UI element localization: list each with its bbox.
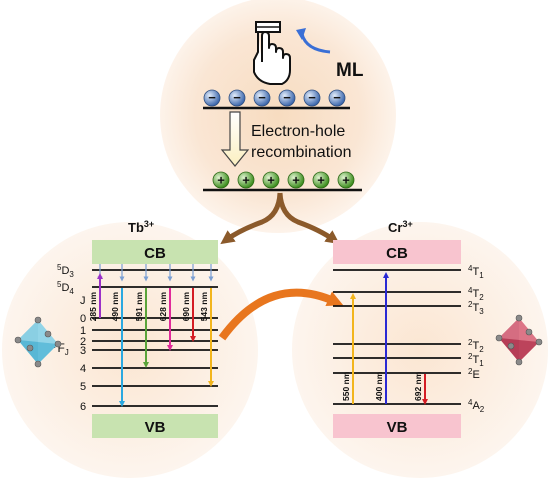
hole-3: +: [262, 171, 280, 189]
svg-text:−: −: [233, 90, 241, 105]
tb-transition-label-4: 628 nm: [158, 292, 168, 322]
recombination-down-arrow-icon: [220, 111, 250, 167]
ml-label: ML: [336, 60, 364, 81]
cr-octahedron-icon: [495, 314, 543, 366]
cr-level-label-7: 4A2: [468, 398, 485, 414]
press-motion-arrowhead-icon: [296, 28, 306, 40]
svg-text:−: −: [333, 90, 341, 105]
hole-row: + + + + + +: [212, 171, 355, 189]
tb-label-5d3: 5D3: [57, 263, 74, 279]
tb-transition-label-5: 690 nm: [181, 292, 191, 322]
process-label-line1: Electron-hole: [251, 123, 345, 140]
hole-1: +: [212, 171, 230, 189]
electron-1: −: [203, 89, 221, 107]
cr-ion-label: Cr3+: [388, 219, 413, 235]
tb-j-label-5: 5: [80, 381, 86, 393]
tb-octahedron-icon: [14, 316, 62, 368]
svg-text:+: +: [317, 173, 325, 188]
tb-transitions: 285 nm 490 nm 591 nm 628 nm 690 nm 543 nm: [88, 273, 214, 407]
process-label-line2: recombination: [251, 144, 352, 161]
tb-transition-label-6: 543 nm: [199, 292, 209, 322]
tb-transition-label-1: 285 nm: [88, 292, 98, 322]
tb-j-label-4: 4: [80, 363, 86, 375]
tb-transition-label-2: 490 nm: [110, 292, 120, 322]
electron-3: −: [253, 89, 271, 107]
tb-label-j: J: [80, 295, 86, 307]
cr-level-label-4: 2T2: [468, 338, 484, 354]
svg-text:+: +: [342, 173, 350, 188]
tb-j-label-6: 6: [80, 401, 86, 413]
tb-j-label-0: 0: [80, 313, 86, 325]
cr-transition-label-1: 550 nm: [341, 371, 351, 401]
electron-4: −: [278, 89, 296, 107]
cr-cb-band: [333, 240, 461, 264]
tb-label-5d4: 5D4: [57, 280, 74, 296]
cr-level-label-3: 2T3: [468, 300, 484, 316]
svg-text:+: +: [292, 173, 300, 188]
tb-j-label-2: 2: [80, 336, 86, 348]
split-arrow-to-tb: [220, 192, 283, 245]
split-arrow-to-cr: [277, 192, 340, 245]
electron-row: −−−−−−: [203, 89, 346, 107]
hole-6: +: [337, 171, 355, 189]
cr-transitions: 550 nm 400 nm 692 nm: [341, 272, 428, 405]
tb-j-label-1: 1: [80, 325, 86, 337]
tb-transition-label-3: 591 nm: [134, 292, 144, 322]
svg-text:−: −: [283, 90, 291, 105]
cr-transition-label-3: 692 nm: [413, 371, 423, 401]
tb-vb-band: [92, 414, 218, 438]
tb-cb-band: [92, 240, 218, 264]
svg-text:−: −: [208, 90, 216, 105]
svg-text:−: −: [258, 90, 266, 105]
cr-level-label-1: 4T1: [468, 264, 484, 280]
cr-level-label-6: 2E: [468, 367, 480, 381]
cr-cb-label: CB: [386, 245, 408, 262]
hole-4: +: [287, 171, 305, 189]
cr-level-label-2: 4T2: [468, 286, 484, 302]
svg-text:+: +: [217, 173, 225, 188]
hole-2: +: [237, 171, 255, 189]
svg-text:+: +: [267, 173, 275, 188]
tb-ion-label: Tb3+: [128, 219, 154, 235]
cr-level-label-5: 2T1: [468, 352, 484, 368]
tb-cb-label: CB: [144, 245, 166, 262]
pressing-hand-icon: [253, 21, 291, 85]
svg-text:−: −: [308, 90, 316, 105]
cr-vb-label: VB: [387, 419, 408, 436]
electron-6: −: [328, 89, 346, 107]
hole-5: +: [312, 171, 330, 189]
tb-j-label-3: 3: [80, 345, 86, 357]
tb-vb-label: VB: [145, 419, 166, 436]
cr-transition-label-2: 400 nm: [374, 371, 384, 401]
svg-text:+: +: [242, 173, 250, 188]
energy-transfer-arrow: [218, 288, 344, 341]
electron-2: −: [228, 89, 246, 107]
cr-vb-band: [333, 414, 461, 438]
electron-5: −: [303, 89, 321, 107]
